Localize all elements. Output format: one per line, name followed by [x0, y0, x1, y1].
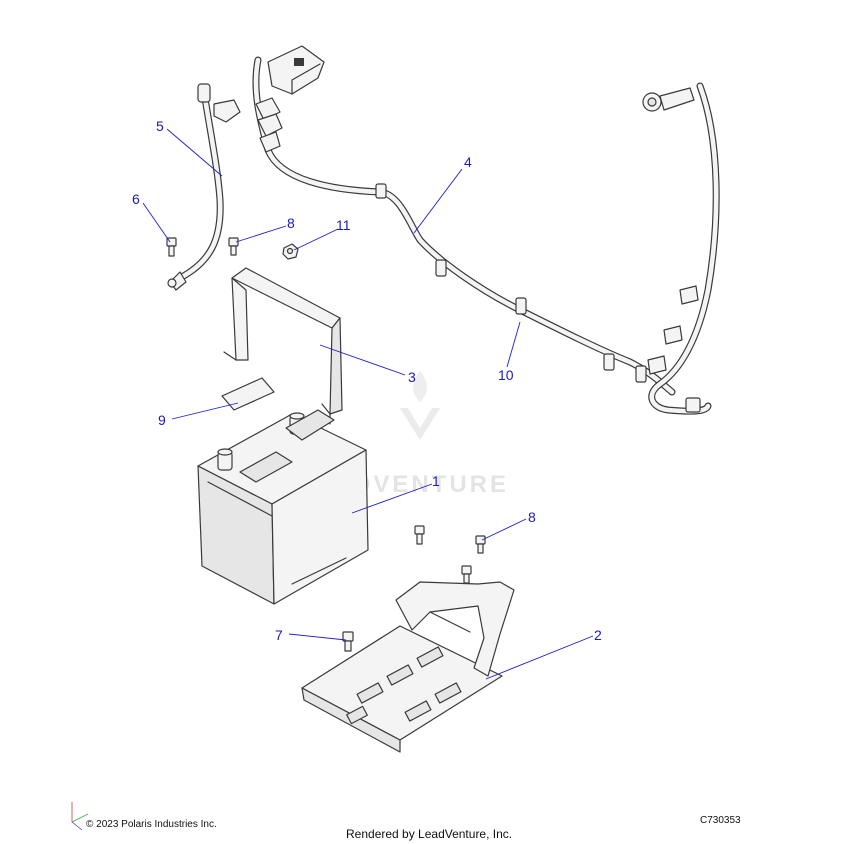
callout-4[interactable]: 4: [464, 154, 472, 170]
part-3-battery-bracket[interactable]: [223, 267, 343, 425]
leader-lines: [142, 128, 594, 680]
axis-triad-icon: [71, 802, 89, 831]
part-4-positive-cable-harness[interactable]: [252, 45, 720, 415]
callout-11[interactable]: 11: [336, 217, 351, 233]
copyright-text: © 2023 Polaris Industries Inc.: [86, 819, 217, 830]
part-1-battery[interactable]: [197, 409, 369, 605]
part-5-negative-cable[interactable]: [167, 83, 241, 291]
callout-2[interactable]: 2: [594, 627, 602, 643]
part-2-battery-tray[interactable]: [301, 581, 515, 753]
rendered-by-text: Rendered by LeadVenture, Inc.: [346, 827, 512, 841]
part-8-bolt-upper[interactable]: [228, 237, 239, 256]
part-7-bolt[interactable]: [342, 631, 354, 652]
callout-6[interactable]: 6: [132, 191, 140, 207]
callout-10[interactable]: 10: [498, 367, 514, 383]
callouts: 5 6 8 11 4 3 9 10 1 8 7 2: [132, 118, 602, 643]
callout-7[interactable]: 7: [275, 627, 283, 643]
callout-1[interactable]: 1: [432, 473, 440, 489]
callout-5[interactable]: 5: [156, 118, 164, 134]
callout-3[interactable]: 3: [408, 369, 416, 385]
callout-9[interactable]: 9: [158, 412, 166, 428]
callout-8-lower[interactable]: 8: [528, 509, 536, 525]
diagram-code: C730353: [700, 815, 741, 826]
part-11-nut[interactable]: [282, 243, 299, 260]
callout-8-upper[interactable]: 8: [287, 215, 295, 231]
part-8-bolt-lower[interactable]: [414, 525, 486, 584]
part-6-bolt[interactable]: [166, 237, 177, 257]
